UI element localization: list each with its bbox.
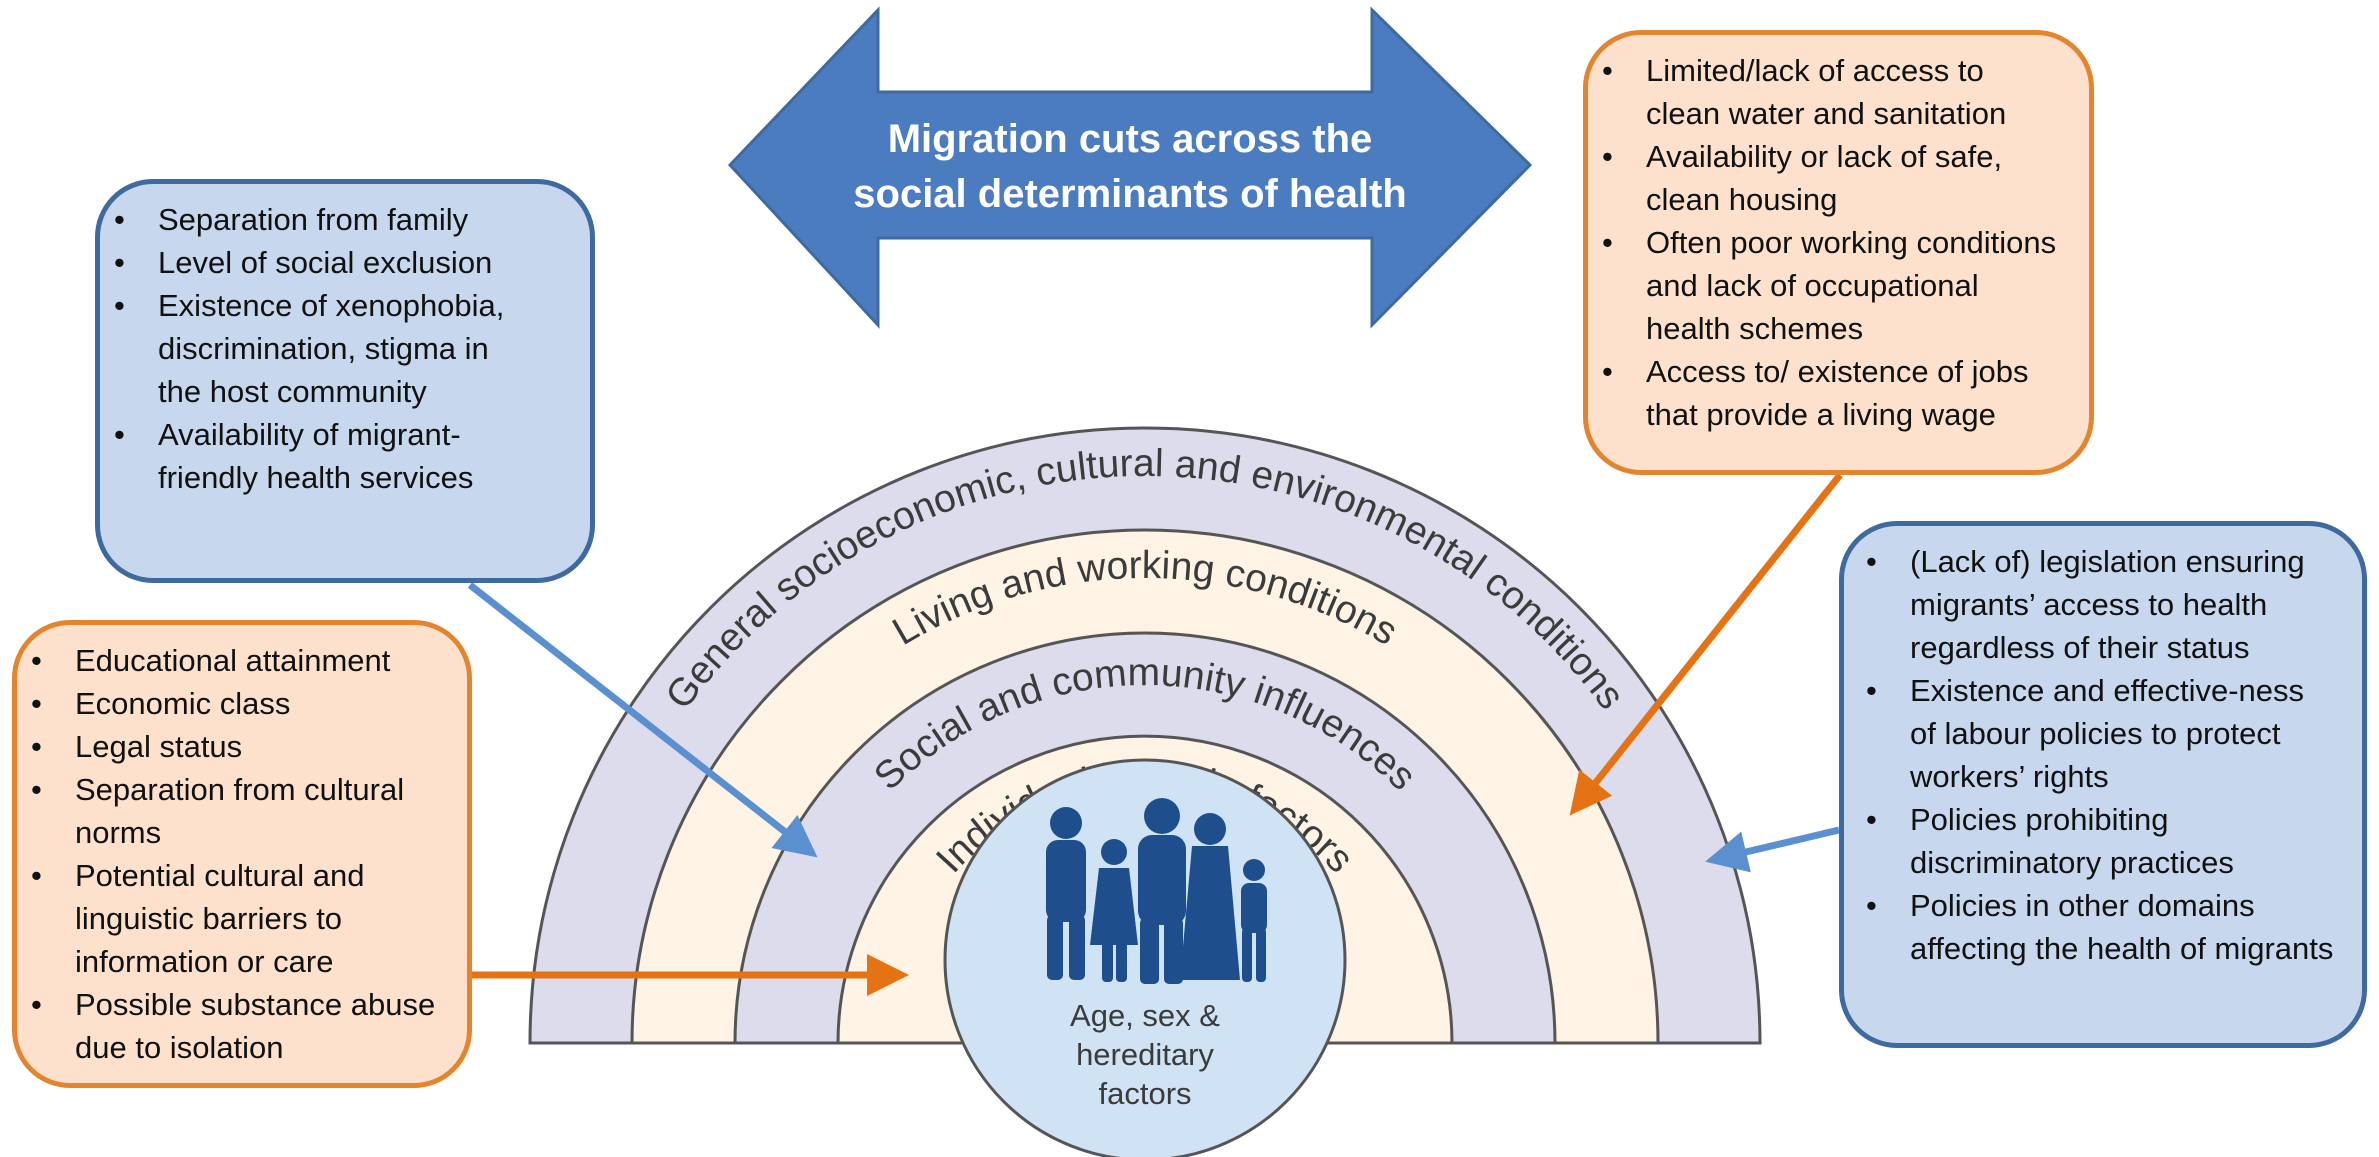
diagram-title: Migration cuts across the social determi… bbox=[795, 112, 1465, 222]
arrow-bottom-right bbox=[1705, 826, 1840, 873]
callout-item: Policies prohibiting discriminatory prac… bbox=[1866, 798, 2336, 884]
double-arrow-shape bbox=[727, 6, 1533, 329]
callout-policy-factors: (Lack of) legislation ensuring migrants’… bbox=[1839, 521, 2367, 1048]
center-caption-line-2: hereditary bbox=[1076, 1037, 1214, 1072]
callout-item: Availability of migrant-friendly health … bbox=[114, 413, 564, 499]
callout-item: Policies in other domains affecting the … bbox=[1866, 884, 2336, 970]
callout-item: Economic class bbox=[31, 682, 441, 725]
title-line-1: Migration cuts across the bbox=[887, 117, 1373, 161]
callout-item: Availability or lack of safe, clean hous… bbox=[1602, 135, 2063, 221]
callout-item: Legal status bbox=[31, 725, 441, 768]
callout-item: Separation from family bbox=[114, 198, 564, 241]
callout-social-factors: Separation from family Level of social e… bbox=[95, 179, 595, 583]
callout-item: Existence of xenophobia, discrimination,… bbox=[114, 284, 564, 413]
callout-item: Existence and effective-ness of labour p… bbox=[1866, 669, 2336, 798]
callout-item: Limited/lack of access to clean water an… bbox=[1602, 49, 2063, 135]
title-line-2: social determinants of health bbox=[853, 172, 1407, 216]
arrow-top-left bbox=[467, 582, 818, 858]
family-icon bbox=[1046, 798, 1267, 984]
arrow-top-right bbox=[1569, 472, 1843, 816]
callout-living-conditions: Limited/lack of access to clean water an… bbox=[1583, 30, 2094, 475]
callout-item: Potential cultural and linguistic barrie… bbox=[31, 854, 441, 983]
callout-item: Level of social exclusion bbox=[114, 241, 564, 284]
callout-item: Often poor working conditions and lack o… bbox=[1602, 221, 2063, 350]
callout-individual-factors: Educational attainment Economic class Le… bbox=[12, 620, 472, 1088]
center-caption-line-1: Age, sex & bbox=[1070, 998, 1220, 1033]
callout-item: Possible substance abuse due to isolatio… bbox=[31, 983, 441, 1069]
center-caption: Age, sex & hereditary factors bbox=[1033, 996, 1257, 1113]
callout-item: Separation from cultural norms bbox=[31, 768, 441, 854]
callout-item: Educational attainment bbox=[31, 639, 441, 682]
callout-item: Access to/ existence of jobs that provid… bbox=[1602, 350, 2063, 436]
callout-item: (Lack of) legislation ensuring migrants’… bbox=[1866, 540, 2336, 669]
center-caption-line-3: factors bbox=[1098, 1076, 1192, 1111]
